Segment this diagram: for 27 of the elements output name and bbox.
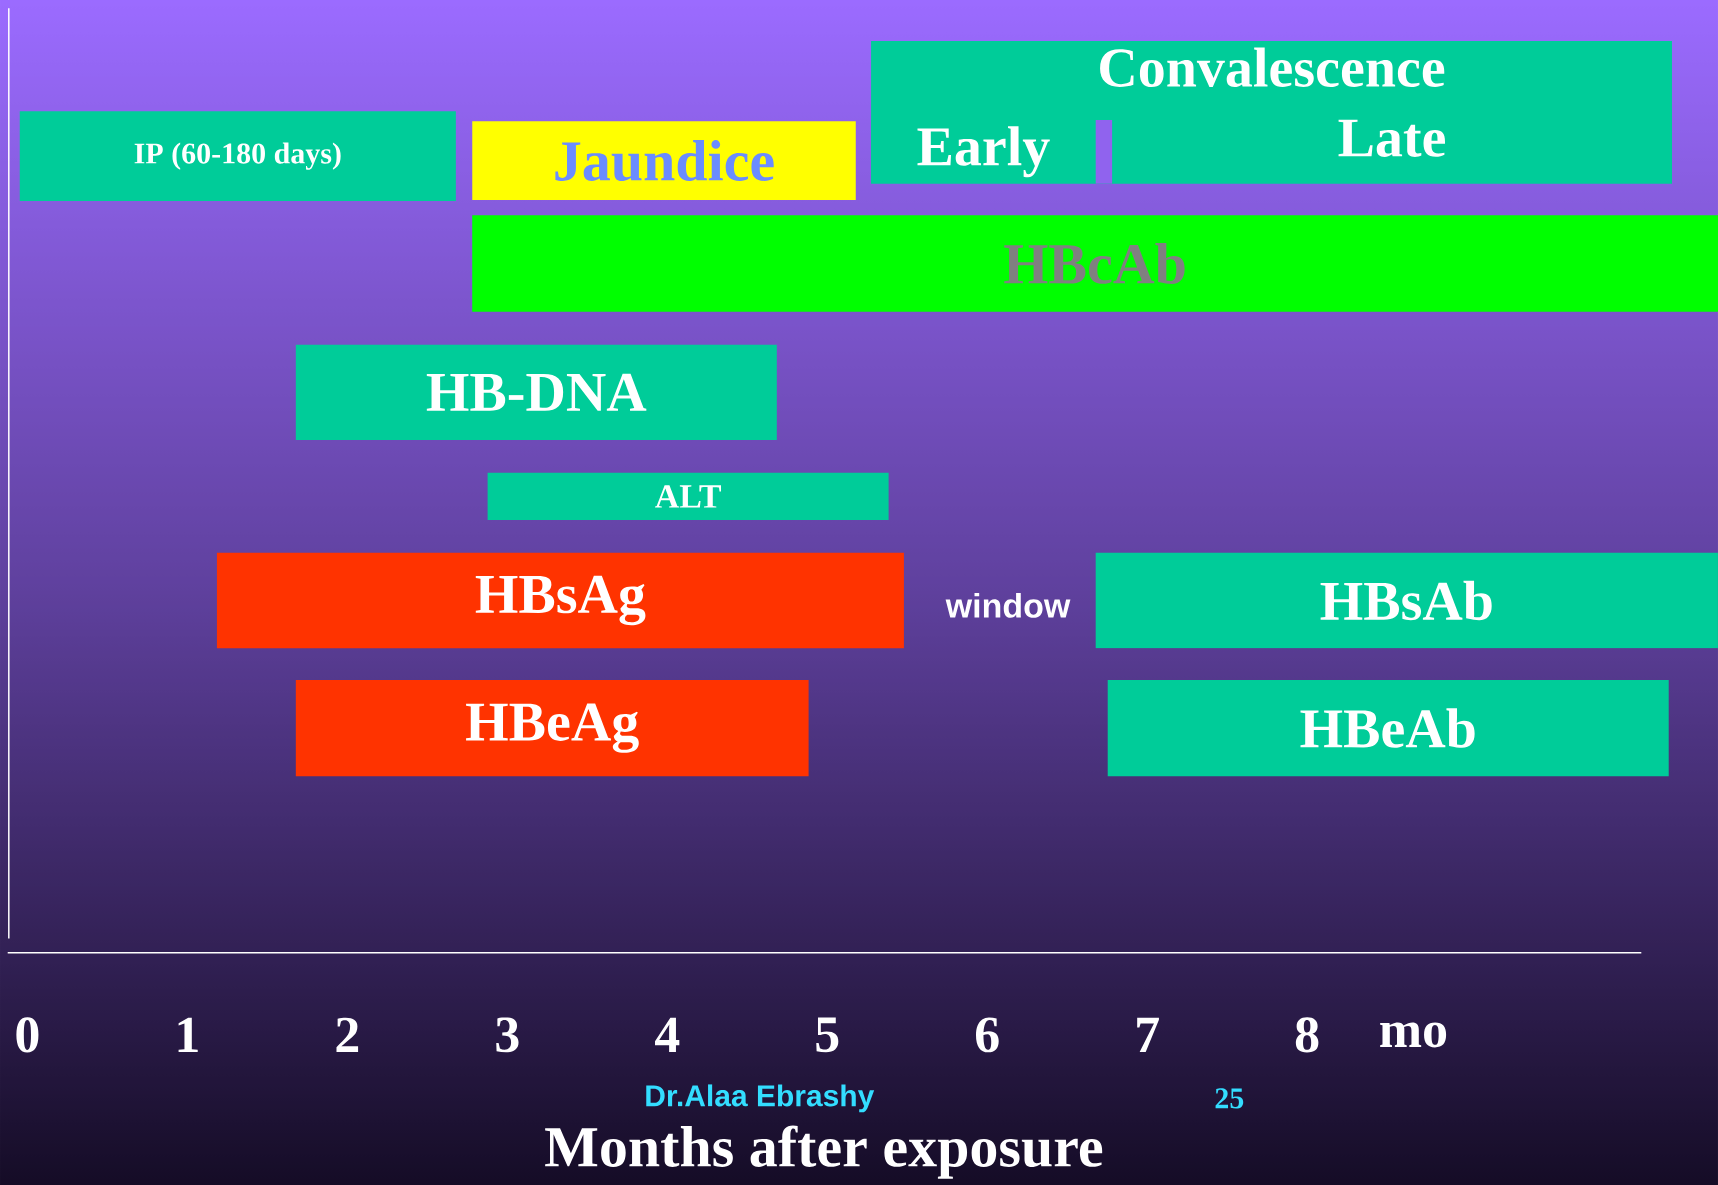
phase-bar: Early (871, 120, 1096, 184)
phase-bar: HBeAb (1107, 679, 1669, 777)
tick-label: 6 (976, 1017, 999, 1053)
node-label: Early (917, 126, 1050, 178)
axis-title: Months after exposure (545, 1125, 1103, 1179)
marker-bar: HBeAg (295, 679, 809, 777)
tick-label: 7 (1137, 1017, 1159, 1052)
page-number: 25 (1215, 1088, 1244, 1109)
window-label: window (945, 592, 1071, 618)
tick-label: 5 (816, 1017, 839, 1053)
marker-bar: HBcAb (472, 215, 1718, 312)
footer-text: Dr.Alaa Ebrashy (646, 1084, 875, 1113)
phase-bar: HB-DNA (295, 344, 777, 440)
phase-bar: Late (1112, 109, 1672, 184)
tick-label: 0 (16, 1017, 39, 1053)
phase-bar: Jaundice (472, 121, 856, 201)
phase-bar: ALT (487, 472, 889, 520)
node-label: Late (1338, 119, 1445, 157)
marker-bar: HBsAg (216, 552, 904, 649)
phase-bar: HBsAb (1095, 552, 1718, 649)
tick-label: 2 (336, 1017, 359, 1053)
tick-label: 4 (655, 1017, 680, 1052)
tick-label: 8 (1295, 1017, 1319, 1053)
tick-label: mo (1380, 1022, 1447, 1048)
tick-label: 1 (178, 1017, 198, 1053)
phase-bar: IP (60-180 days) (19, 111, 456, 202)
tick-label: 3 (496, 1017, 519, 1053)
